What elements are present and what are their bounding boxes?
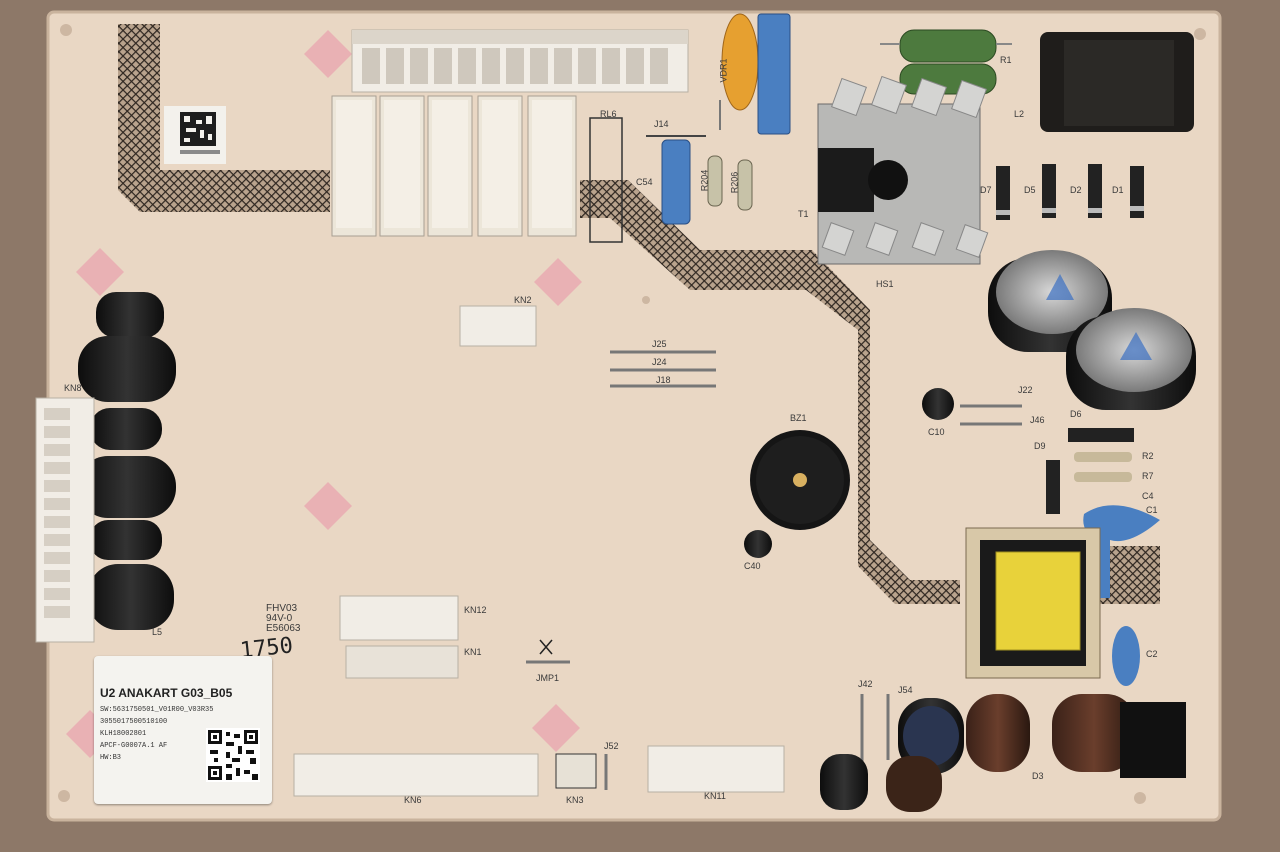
label-vdr: VDR1	[718, 58, 729, 83]
label-c54: C54	[636, 177, 653, 187]
label-c40: C40	[744, 561, 761, 571]
relay-bank	[331, 95, 623, 243]
connector-kn11	[647, 745, 785, 793]
ul-mark-line2: 94V-0	[266, 613, 293, 624]
diode-d9	[1046, 460, 1060, 514]
connector-kn2	[459, 305, 537, 347]
resistor-r2	[1074, 452, 1132, 462]
label-j54: J54	[898, 685, 913, 695]
label-l2: L2	[1014, 109, 1025, 119]
label-kn1: KN1	[464, 647, 482, 657]
label-r2: R2	[1142, 451, 1154, 461]
qr-code-icon	[206, 728, 260, 782]
sticker-line: APCF-G0007A.1 AF	[100, 742, 168, 750]
qr-label	[164, 106, 226, 164]
label-c2: C2	[1146, 649, 1158, 659]
label-c10: C10	[928, 427, 945, 437]
label-j52: J52	[604, 741, 619, 751]
connector-kn12	[339, 595, 459, 641]
left-inductors	[78, 292, 176, 630]
label-kn3: KN3	[566, 795, 584, 805]
capacitor-c40	[744, 530, 772, 558]
label-rl6: RL6	[600, 109, 617, 119]
label-j22: J22	[1018, 385, 1033, 395]
resistor-r7	[1074, 472, 1132, 482]
ul-mark-line1: FHV03	[266, 603, 298, 614]
mount-hole	[1134, 792, 1146, 804]
resistor-r206	[737, 159, 753, 211]
label-j46: J46	[1030, 415, 1045, 425]
label-j14: J14	[654, 119, 669, 129]
label-t1: T1	[798, 209, 809, 219]
label-kn6: KN6	[404, 795, 422, 805]
label-j25: J25	[652, 339, 667, 349]
label-d1: D1	[1112, 185, 1124, 195]
label-kn12: KN12	[464, 605, 487, 615]
diode-row	[996, 164, 1144, 220]
transformer	[965, 527, 1101, 679]
label-c4: C4	[1142, 491, 1154, 501]
buzzer	[750, 430, 850, 530]
inductor-l2	[1040, 32, 1194, 132]
capacitor-c2	[1112, 626, 1140, 686]
label-hs1: HS1	[876, 279, 894, 289]
label-d7: D7	[980, 185, 992, 195]
mount-hole	[58, 790, 70, 802]
sticker-line: HW:B3	[100, 754, 122, 762]
label-d9: D9	[1034, 441, 1046, 451]
label-bz1: BZ1	[790, 413, 807, 423]
label-d6: D6	[1070, 409, 1082, 419]
label-jmp1: JMP1	[536, 673, 560, 683]
connector-kn1	[345, 645, 459, 679]
label-kn11: KN11	[704, 791, 726, 801]
connector-kn3	[555, 753, 597, 789]
sticker-line: 3055017500510100	[100, 718, 168, 726]
x-capacitor	[757, 13, 791, 135]
label-r204: R204	[699, 169, 710, 192]
electrolytic-caps	[988, 250, 1196, 410]
label-j18: J18	[656, 375, 671, 385]
mount-hole	[60, 24, 72, 36]
label-r1: R1	[1000, 55, 1012, 65]
label-j24: J24	[652, 357, 667, 367]
label-r206: R206	[729, 171, 740, 194]
capacitor-c10	[922, 388, 954, 420]
sticker-line: KLH18002801	[100, 730, 147, 738]
label-l5: L5	[152, 627, 163, 637]
label-c1: C1	[1146, 505, 1158, 515]
left-connector	[35, 397, 95, 643]
product-sticker: U2 ANAKART G03_B05 SW:5631750501_V01R00_…	[94, 656, 272, 804]
label-d5: D5	[1024, 185, 1036, 195]
ul-mark-line3: E56063	[266, 623, 301, 634]
capacitor-c54	[661, 139, 691, 225]
label-j42: J42	[858, 679, 873, 689]
isolation-trace	[118, 24, 1160, 604]
jumpers	[526, 350, 1022, 790]
label-kn2: KN2	[514, 295, 532, 305]
label-d3: D3	[1032, 771, 1044, 781]
diode-d6	[1068, 428, 1134, 442]
label-d2: D2	[1070, 185, 1082, 195]
heat-sink	[817, 75, 989, 265]
y-capacitor	[1083, 505, 1160, 598]
bottom-caps	[820, 694, 1186, 812]
sticker-title: U2 ANAKART G03_B05	[100, 686, 233, 700]
mount-hole	[1194, 28, 1206, 40]
connector-kn6	[293, 753, 539, 797]
resistor-r204	[707, 155, 723, 207]
top-connector	[351, 29, 689, 93]
sticker-line: SW:5631750501_V01R00_V03R35	[100, 706, 214, 714]
label-r7: R7	[1142, 471, 1154, 481]
label-kn8: KN8	[64, 383, 82, 393]
